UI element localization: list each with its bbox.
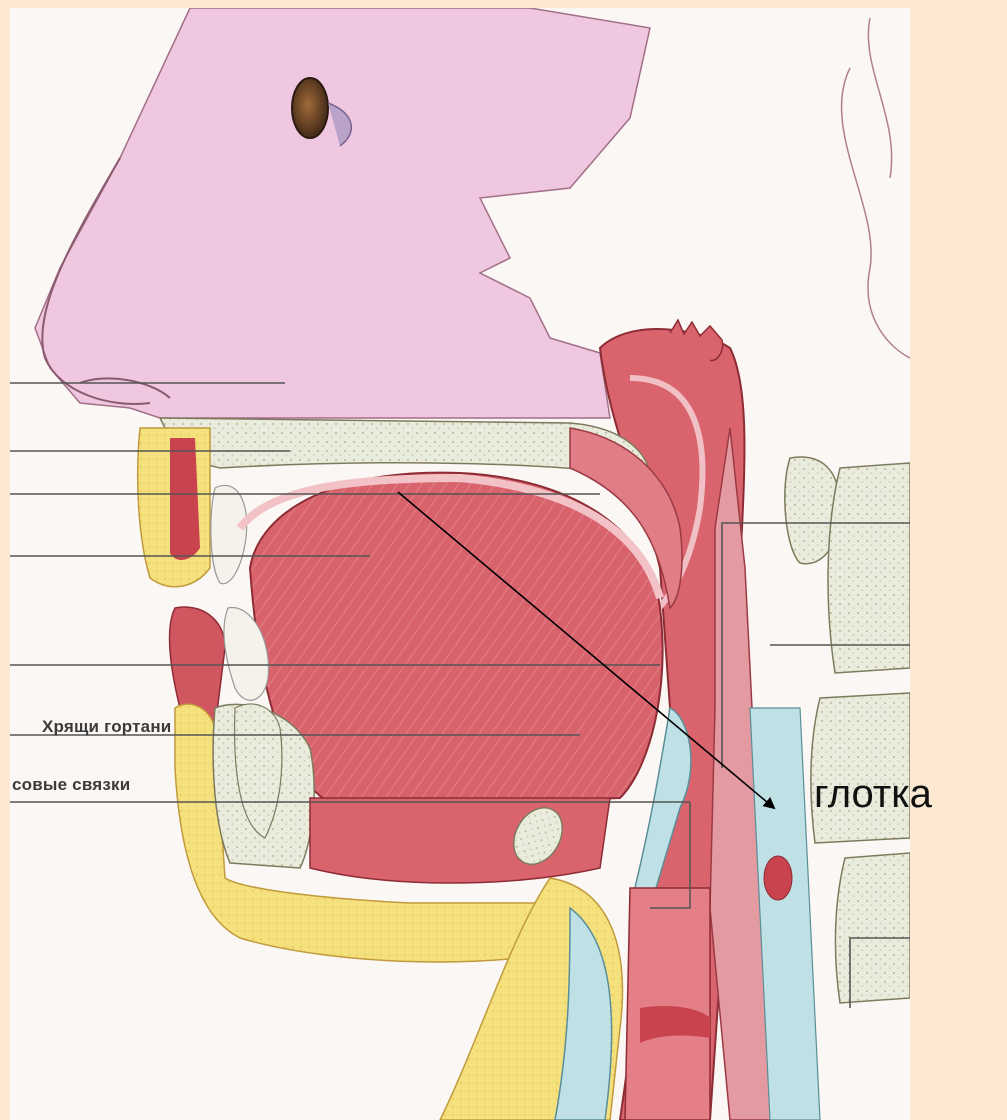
upper-lip-muscle xyxy=(170,438,200,560)
trachea xyxy=(625,888,710,1120)
ear-outline xyxy=(842,68,910,358)
upper-incisor xyxy=(211,485,247,583)
label-laryngeal-cartilages: Хрящи гортани xyxy=(42,717,171,737)
face-skin xyxy=(35,8,650,418)
anatomy-illustration: Хрящи гортани совые связки xyxy=(10,8,910,1120)
label-vocal-cords: совые связки xyxy=(12,775,130,795)
vertebra-4 xyxy=(835,853,910,1003)
eye xyxy=(292,78,328,138)
callout-label-pharynx: глотка xyxy=(814,772,932,817)
head-neck-sagittal-section xyxy=(10,8,910,1120)
vertebra-3 xyxy=(811,693,910,843)
vertebra-2 xyxy=(828,463,910,673)
ear-outline-inner xyxy=(868,18,891,178)
floor-muscle xyxy=(310,798,610,883)
esophagus-nodule xyxy=(764,856,792,900)
